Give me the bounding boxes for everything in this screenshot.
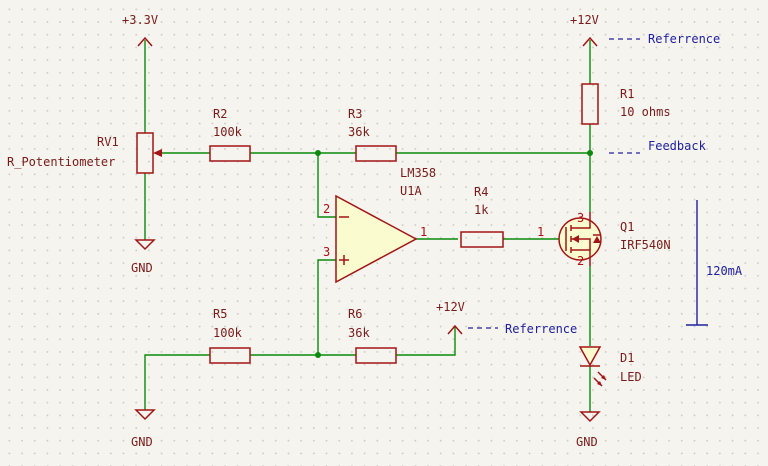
junction-dot bbox=[315, 352, 321, 358]
current-indicator: 120mA bbox=[686, 200, 743, 326]
resistor-r6: R6 36k bbox=[348, 307, 397, 364]
note-ref-top-text: Referrence bbox=[648, 32, 720, 46]
power-v12-mid-label: +12V bbox=[436, 300, 465, 314]
q1-pin-drain: 3 bbox=[577, 211, 584, 225]
r6-value: 36k bbox=[348, 326, 370, 340]
potentiometer-rv1: RV1 R_Potentiometer bbox=[7, 132, 162, 174]
u1-pin-minus: 2 bbox=[323, 202, 330, 216]
note-feedback-text: Feedback bbox=[648, 139, 707, 153]
r3-value: 36k bbox=[348, 125, 370, 139]
u1-pin-out: 1 bbox=[420, 225, 427, 239]
power-v12-mid: +12V bbox=[436, 300, 465, 335]
r2-ref: R2 bbox=[213, 107, 227, 121]
u1-ref: U1A bbox=[400, 184, 422, 198]
current-label: 120mA bbox=[706, 264, 743, 278]
resistor-r2: R2 100k bbox=[209, 107, 251, 162]
rv1-ref: RV1 bbox=[97, 135, 119, 149]
q1-pin-source: 2 bbox=[577, 254, 584, 268]
resistor-r1: R1 10 ohms bbox=[581, 83, 671, 125]
resistor-r5: R5 100k bbox=[209, 307, 251, 364]
rv1-value: R_Potentiometer bbox=[7, 155, 115, 169]
wire-noninv-node bbox=[317, 259, 336, 355]
power-v33-label: +3.3V bbox=[122, 13, 158, 27]
u1-pin-plus: 3 bbox=[323, 245, 330, 259]
r1-ref: R1 bbox=[620, 87, 634, 101]
r5-ref: R5 bbox=[213, 307, 227, 321]
power-v33: +3.3V bbox=[122, 13, 158, 47]
power-v12-top: +12V bbox=[570, 13, 599, 47]
u1-value: LM358 bbox=[400, 166, 436, 180]
note-feedback: Feedback bbox=[609, 139, 707, 154]
r2-value: 100k bbox=[213, 125, 243, 139]
gnd-rv1-label: GND bbox=[131, 261, 153, 275]
wires bbox=[144, 40, 593, 412]
r5-value: 100k bbox=[213, 326, 243, 340]
r6-ref: R6 bbox=[348, 307, 362, 321]
gnd-d1: GND bbox=[576, 411, 601, 449]
q1-value: IRF540N bbox=[620, 238, 671, 252]
wire-node-inv bbox=[317, 153, 336, 218]
wire-r6-v12 bbox=[396, 326, 456, 356]
mosfet-q1: Q1 IRF540N 3 2 bbox=[558, 211, 671, 268]
r1-value: 10 ohms bbox=[620, 105, 671, 119]
note-referrence-top: Referrence bbox=[609, 32, 720, 46]
gnd-rv1: GND bbox=[131, 239, 156, 275]
junction-dot bbox=[587, 150, 593, 156]
gnd-r5: GND bbox=[131, 409, 156, 449]
d1-ref: D1 bbox=[620, 351, 634, 365]
r4-pin: 1 bbox=[537, 225, 544, 239]
resistor-r4: R4 1k 1 bbox=[460, 185, 544, 248]
r4-value: 1k bbox=[474, 203, 489, 217]
led-d1: D1 LED bbox=[578, 346, 642, 387]
d1-value: LED bbox=[620, 370, 642, 384]
power-v12-top-label: +12V bbox=[570, 13, 599, 27]
junction-dot bbox=[315, 150, 321, 156]
wire-gnd-r5 bbox=[144, 354, 210, 410]
note-ref-mid-text: Referrence bbox=[505, 322, 577, 336]
r4-ref: R4 bbox=[474, 185, 488, 199]
gnd-r5-label: GND bbox=[131, 435, 153, 449]
gnd-d1-label: GND bbox=[576, 435, 598, 449]
resistor-r3: R3 36k bbox=[348, 107, 397, 162]
note-referrence-mid: Referrence bbox=[468, 322, 577, 336]
q1-ref: Q1 bbox=[620, 220, 634, 234]
opamp-u1a: LM358 U1A 2 3 1 bbox=[323, 166, 436, 284]
r3-ref: R3 bbox=[348, 107, 362, 121]
